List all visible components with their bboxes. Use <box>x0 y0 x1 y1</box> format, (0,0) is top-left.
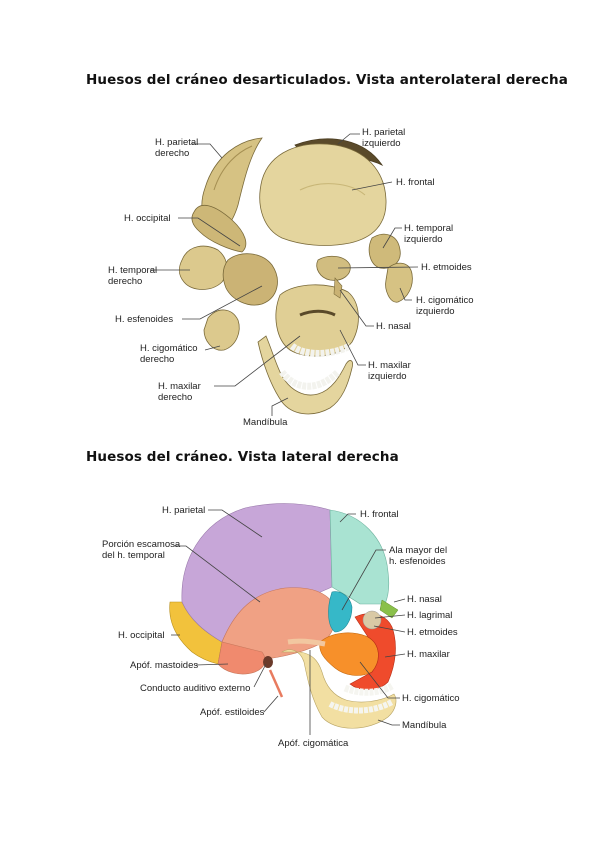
label-ethmoid: H. etmoides <box>421 262 472 273</box>
label-sphenoid: H. esfenoides <box>115 314 173 325</box>
bone-sphenoid <box>222 253 278 306</box>
section-title-lateral: Huesos del cráneo. Vista lateral derecha <box>86 449 399 465</box>
bone-nasal-lateral <box>379 599 399 619</box>
label-ear-canal: Conducto auditivo externo <box>140 683 250 694</box>
label-mandible: Mandíbula <box>243 417 288 428</box>
label-frontal-lat: H. frontal <box>360 509 399 520</box>
bone-occipital <box>191 204 247 253</box>
bone-zygomatic-left <box>385 262 413 303</box>
section-title-disarticulated: Huesos del cráneo desarticulados. Vista … <box>86 72 568 88</box>
bone-zygomatic-lateral <box>319 632 379 676</box>
label-zygomatic-process: Apóf. cigomática <box>278 738 349 749</box>
skull-illustration-1 <box>178 137 413 415</box>
label-occipital-lat: H. occipital <box>118 630 164 641</box>
leader-lines-1 <box>150 133 419 416</box>
label-ethmoid-lat: H. etmoides <box>407 627 458 638</box>
label-occipital: H. occipital <box>124 213 170 224</box>
bone-nasal <box>333 277 343 299</box>
skull-illustration-2 <box>169 503 399 729</box>
label-nasal: H. nasal <box>376 321 411 332</box>
bone-temporal-right <box>178 245 228 290</box>
bone-temporal-left <box>368 233 401 269</box>
label-mandible-lat: Mandíbula <box>402 720 447 731</box>
leader-lines-2 <box>171 509 406 735</box>
label-zygomatic-lat: H. cigomático <box>402 693 460 704</box>
label-maxilla-lat: H. maxilar <box>407 649 450 660</box>
bone-maxilla-lateral <box>349 613 396 691</box>
label-styloid: Apóf. estiloides <box>200 707 265 718</box>
bone-ethmoid <box>316 255 351 281</box>
bone-frontal <box>259 143 387 246</box>
bone-mastoid <box>217 641 266 675</box>
label-frontal: H. frontal <box>396 177 435 188</box>
label-mastoid: Apóf. mastoides <box>130 660 198 671</box>
label-parietal-lat: H. parietal <box>162 505 205 516</box>
bone-sphenoid-lateral <box>328 591 353 633</box>
bone-frontal-lateral <box>329 509 390 605</box>
label-nasal-lat: H. nasal <box>407 594 442 605</box>
label-lacrimal: H. lagrimal <box>407 610 452 621</box>
bone-zygomatic-right <box>203 309 240 351</box>
